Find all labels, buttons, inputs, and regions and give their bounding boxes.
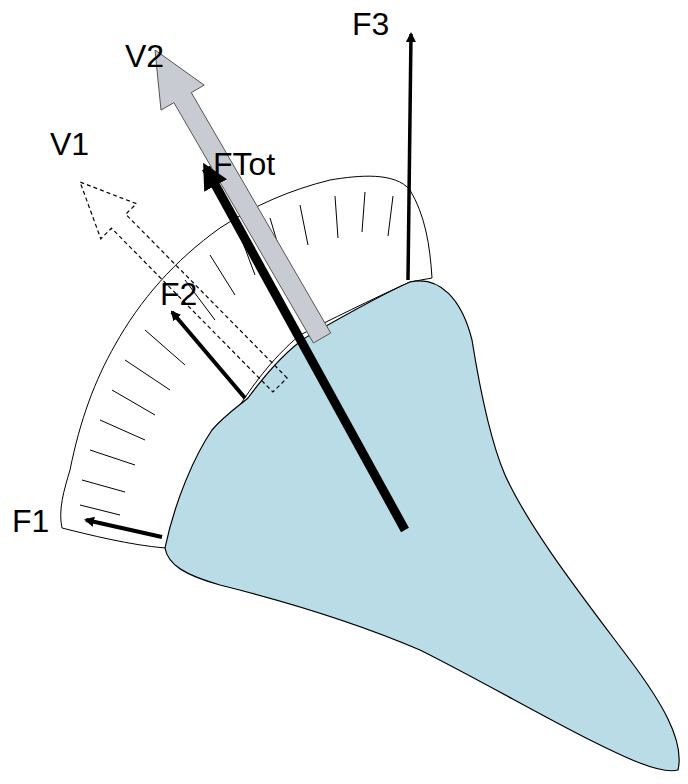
vector-label: F2 — [160, 278, 197, 310]
cell-body — [165, 281, 679, 771]
vector-label: F1 — [12, 505, 49, 537]
vector-label: FTot — [213, 148, 275, 180]
force-arrow — [86, 520, 162, 537]
vector-label: F3 — [352, 8, 389, 40]
total-force-arrow — [206, 168, 405, 530]
vector-label: V2 — [125, 40, 164, 72]
velocity-arrow — [155, 50, 331, 343]
force-arrow — [408, 34, 411, 280]
force-arrow — [172, 312, 245, 398]
vector-label: V1 — [50, 128, 89, 160]
